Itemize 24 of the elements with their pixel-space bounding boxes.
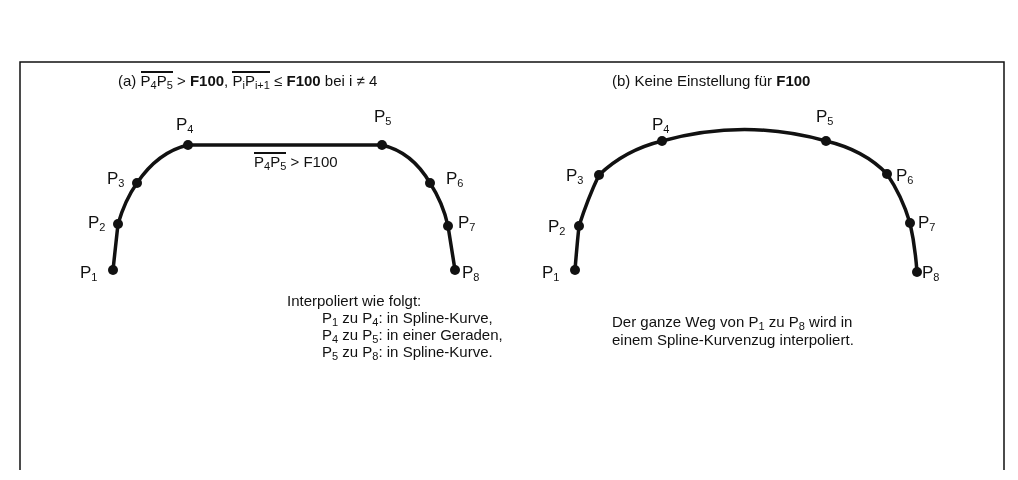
panel-heading: (a) P$_{4}$P$_{5}$ > F100, P$_{i}$P$_{i+1}$ ≤ F100 bei i ≠ 4 bbox=[118, 72, 378, 89]
note-text: P$_{1}$ zu P$_{4}$: in Spline-Kurve, bbox=[322, 309, 493, 326]
note-text: Interpoliert wie folgt: bbox=[287, 292, 422, 309]
point-label: P$_{2}$ bbox=[88, 214, 106, 231]
point-label: P$_{8}$ bbox=[462, 264, 480, 281]
point-label: P$_{4}$ bbox=[652, 116, 670, 133]
point-label: P$_{1}$ bbox=[80, 264, 98, 281]
point-label: P$_{4}$ bbox=[176, 116, 194, 133]
point-label: P$_{6}$ bbox=[896, 167, 914, 184]
point-label: P$_{6}$ bbox=[446, 170, 464, 187]
note-text: Der ganze Weg von P$_{1}$ zu P$_{8}$ wird in einem Spline-Kurvenzug interpoliert. bbox=[612, 313, 855, 349]
note-text: P$_{4}$P$_{5}$ > F100 bbox=[254, 153, 338, 170]
point-label: P$_{3}$ bbox=[566, 167, 584, 184]
point-label: P$_{2}$ bbox=[548, 218, 566, 235]
note-text: P$_{5}$ zu P$_{8}$: in Spline-Kurve. bbox=[322, 343, 493, 360]
point-label: P$_{3}$ bbox=[107, 170, 125, 187]
point-label: P$_{8}$ bbox=[922, 264, 940, 281]
point-label: P$_{7}$ bbox=[918, 214, 936, 231]
point-label: P$_{5}$ bbox=[374, 108, 392, 125]
note-text: P$_{4}$ zu P$_{5}$: in einer Geraden, bbox=[322, 326, 503, 343]
point-label: P$_{7}$ bbox=[458, 214, 476, 231]
point-label: P$_{5}$ bbox=[816, 108, 834, 125]
panel-heading: (b) Keine Einstellung für F100 bbox=[612, 72, 811, 89]
point-label: P$_{1}$ bbox=[542, 264, 560, 281]
